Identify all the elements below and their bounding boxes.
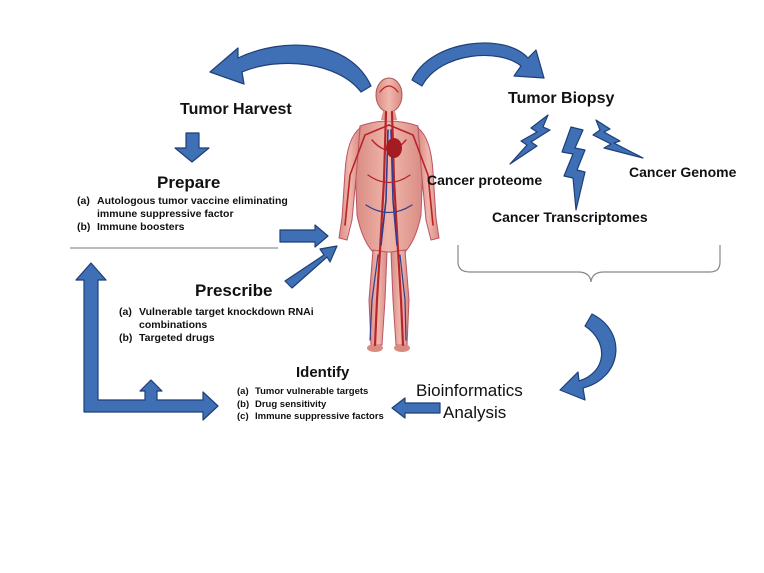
prepare-item-b: (b) Immune boosters: [77, 221, 185, 233]
bioinformatics-label-line1: Bioinformatics: [416, 381, 523, 400]
identify-item-b: (b) Drug sensitivity: [237, 398, 327, 410]
arrow-harvest-to-prepare: [174, 132, 210, 163]
identify-item-c: (c) Immune suppressive factors: [237, 411, 384, 422]
curved-arrow-body-to-harvest: [209, 44, 372, 93]
cancer-genome-label: Cancer Genome: [629, 164, 737, 180]
identify-title: Identify: [296, 364, 350, 381]
human-body-illustration: [338, 77, 440, 352]
prescribe-item-a-cont: combinations: [139, 319, 208, 331]
identify-list: (a) Tumor vulnerable targets (b) Drug se…: [237, 386, 384, 424]
curved-arrow-body-to-biopsy: [411, 42, 545, 87]
prepare-item-a: (a) Autologous tumor vaccine eliminating: [77, 195, 288, 207]
prescribe-item-b: (b) Targeted drugs: [119, 332, 215, 344]
arrow-prepare-to-body: [279, 224, 329, 248]
tumor-harvest-label: Tumor Harvest: [180, 101, 292, 118]
lightning-bolt-genome: [592, 119, 644, 159]
prescribe-list: (a) Vulnerable target knockdown RNAi com…: [119, 306, 314, 345]
lightning-bolt-transcriptomes: [561, 126, 586, 211]
tumor-biopsy-label: Tumor Biopsy: [508, 90, 615, 107]
curved-arrow-to-bioinformatics: [559, 313, 617, 401]
prepare-item-a-cont: immune suppressive factor: [97, 208, 234, 220]
arrow-bioinformatics-to-identify: [391, 397, 441, 419]
bioinformatics-label-line2: Analysis: [443, 403, 507, 422]
cancer-transcriptomes-label: Cancer Transcriptomes: [492, 209, 648, 225]
results-bracket: [457, 245, 721, 283]
identify-item-a: (a) Tumor vulnerable targets: [237, 386, 369, 397]
lightning-bolt-proteome: [509, 114, 551, 165]
prescribe-title: Prescribe: [195, 281, 273, 300]
feedback-loop-arrow: [75, 262, 219, 421]
cancer-proteome-label: Cancer proteome: [427, 172, 543, 188]
prepare-list: (a) Autologous tumor vaccine eliminating…: [77, 195, 288, 234]
arrow-prescribe-to-body: [284, 245, 338, 289]
prescribe-item-a: (a) Vulnerable target knockdown RNAi: [119, 306, 314, 318]
prepare-title: Prepare: [157, 173, 221, 192]
